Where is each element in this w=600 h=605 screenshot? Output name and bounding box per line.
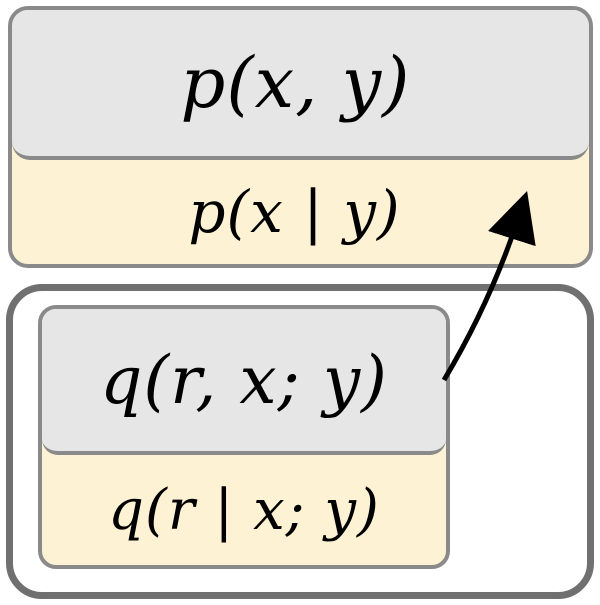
variational-model-body: q(r | x; y): [42, 455, 446, 565]
variational-model-box: q(r, x; y) q(r | x; y): [38, 305, 450, 569]
variational-joint-formula: q(r, x; y): [100, 341, 388, 419]
joint-formula: p(x, y): [180, 42, 411, 124]
conditional-formula: p(x | y): [188, 178, 401, 246]
joint-model-body: p(x | y): [12, 160, 589, 264]
joint-model-header: p(x, y): [12, 10, 589, 160]
variational-conditional-formula: q(r | x; y): [108, 477, 380, 543]
joint-model-box: p(x, y) p(x | y): [8, 6, 593, 268]
variational-model-header: q(r, x; y): [42, 309, 446, 455]
